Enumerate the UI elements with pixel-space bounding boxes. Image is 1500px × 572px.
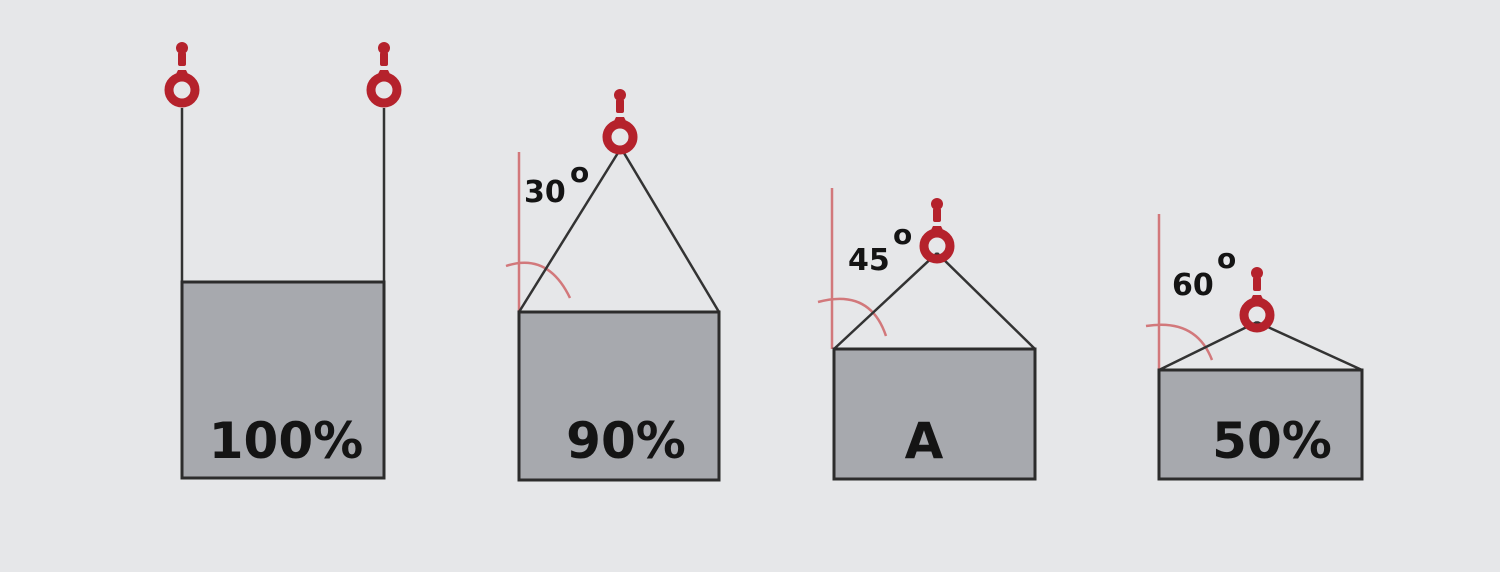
load-box [517, 310, 721, 482]
left-angled-sling [1158, 320, 1258, 372]
angle-unit-label: o [893, 218, 912, 251]
lifting-hook-icon [1239, 267, 1275, 333]
angle-unit-label: o [1217, 242, 1236, 275]
left-angled-sling [517, 147, 623, 313]
config-angle-30: 30 o 90% [505, 89, 721, 482]
lifting-hook-icon [164, 42, 200, 108]
right-angled-sling [936, 252, 1036, 350]
angle-arc [1145, 323, 1214, 361]
load-percentage-label: 50% [1212, 412, 1332, 470]
load-percentage-label: 100% [209, 412, 363, 470]
right-angled-sling [619, 147, 721, 313]
load-box [832, 347, 1037, 481]
angle-value-label: 45 [848, 243, 890, 278]
lifting-hook-icon [602, 89, 638, 155]
lifting-hook-icon [919, 198, 955, 264]
angle-value-label: 30 [524, 175, 566, 210]
lifting-hook-icon [366, 42, 402, 108]
angle-arc [817, 297, 888, 337]
load-percentage-label: 90% [566, 412, 686, 470]
config-angle-45: 45 o A [817, 188, 1037, 481]
angle-arc [505, 261, 572, 299]
right-angled-sling [1256, 320, 1363, 372]
left-angled-sling [833, 252, 938, 350]
config-angle-60: 60 o 50% [1145, 214, 1364, 481]
angle-unit-label: o [570, 156, 589, 189]
load-percentage-label: A [905, 412, 944, 470]
load-box [1157, 368, 1364, 481]
angle-value-label: 60 [1172, 268, 1214, 303]
load-box [180, 280, 386, 480]
config-vertical: 100% [164, 42, 402, 480]
